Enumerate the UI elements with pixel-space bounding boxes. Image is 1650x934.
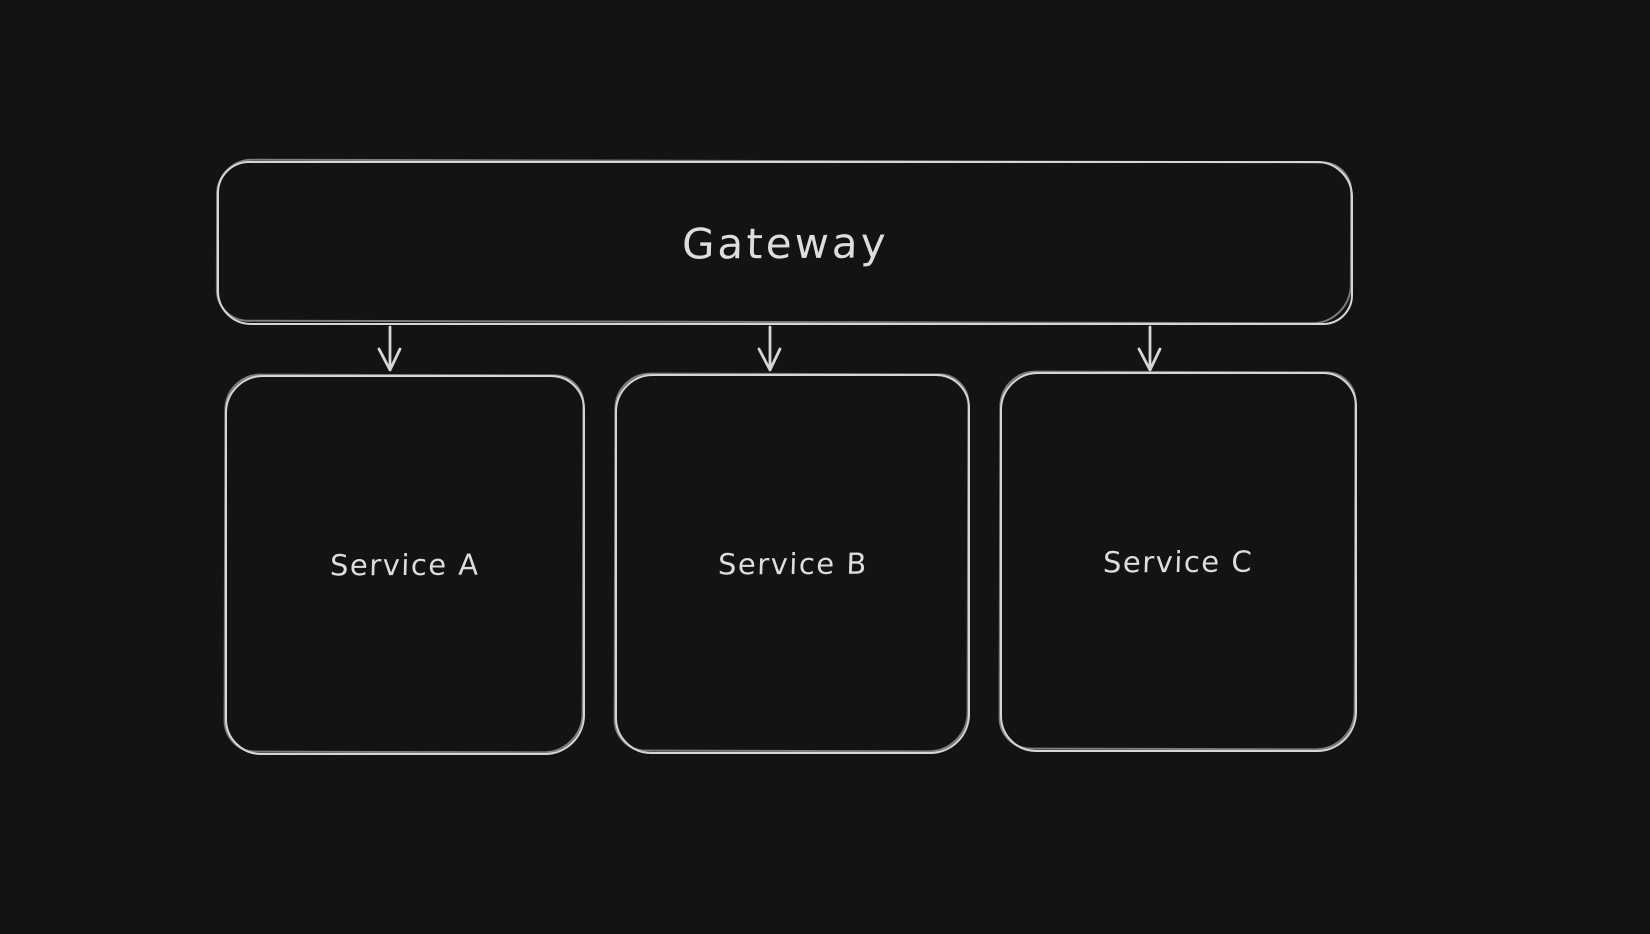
arrow-down-icon-gateway-to-service-c[interactable] (1137, 325, 1162, 372)
node-service-a[interactable]: Service A (225, 375, 585, 755)
node-service-b[interactable]: Service B (615, 374, 970, 754)
node-service-a-label: Service A (329, 547, 481, 583)
node-service-b-label: Service B (717, 546, 868, 582)
node-gateway-label: Gateway (680, 217, 889, 269)
arrow-down-icon-gateway-to-service-b[interactable] (757, 325, 782, 372)
node-service-c-label: Service C (1102, 544, 1255, 580)
node-service-c[interactable]: Service C (1000, 372, 1357, 752)
arrow-down-icon-gateway-to-service-a[interactable] (377, 325, 402, 372)
node-gateway[interactable]: Gateway (217, 161, 1353, 325)
